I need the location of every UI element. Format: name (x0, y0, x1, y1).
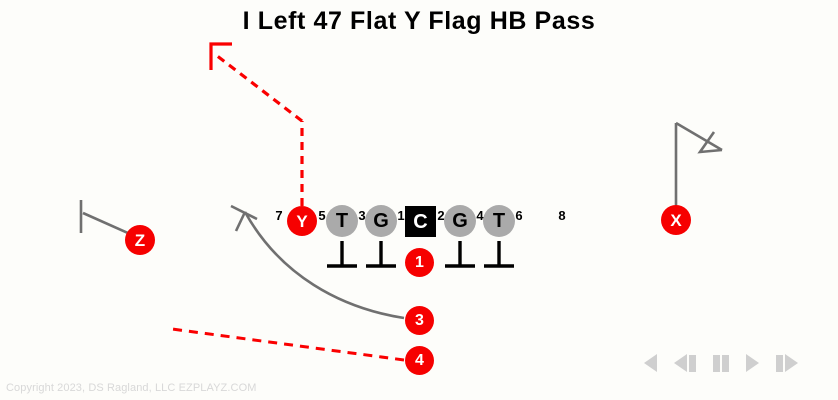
y-flag-route (209, 42, 304, 206)
gap-number-5: 5 (318, 208, 326, 223)
gap-number-8: 8 (558, 208, 566, 223)
gap-number-6: 6 (515, 208, 523, 223)
gap-number-3: 3 (358, 208, 366, 223)
step-back-bar-icon (689, 354, 696, 372)
pause-button[interactable] (713, 354, 729, 372)
block-right-guard (445, 241, 475, 268)
play-icon (746, 354, 759, 372)
step-back-icon (674, 354, 687, 372)
player-right-tackle[interactable]: T (483, 205, 515, 237)
player-center[interactable]: C (405, 206, 436, 237)
gap-number-7: 7 (275, 208, 283, 223)
step-back-button[interactable] (674, 354, 696, 372)
step-forward-bar-icon (776, 354, 783, 372)
rewind-icon (644, 354, 657, 372)
block-right-tackle (484, 241, 514, 268)
step-forward-icon (785, 354, 798, 372)
z-route (79, 200, 129, 235)
gap-number-1: 1 (397, 208, 405, 223)
x-corner-route (674, 121, 723, 206)
block-left-tackle (327, 241, 357, 268)
gap-number-2: 2 (437, 208, 445, 223)
pause-icon (713, 354, 720, 372)
step-forward-button[interactable] (776, 354, 798, 372)
playback-controls (644, 354, 798, 372)
player-fullback[interactable]: 4 (405, 346, 434, 375)
rewind-button[interactable] (644, 354, 657, 372)
gap-number-4: 4 (476, 208, 484, 223)
halfback-arc-route (230, 204, 405, 320)
player-halfback[interactable]: 3 (405, 306, 434, 335)
fullback-flat-route (171, 327, 405, 362)
page-title: I Left 47 Flat Y Flag HB Pass (242, 7, 596, 35)
copyright-notice: Copyright 2023, DS Ragland, LLC EZPLAYZ.… (6, 382, 257, 394)
player-left-tackle[interactable]: T (326, 205, 358, 237)
block-left-guard (366, 241, 396, 268)
player-y-receiver[interactable]: Y (287, 206, 317, 236)
play-button[interactable] (746, 354, 759, 372)
player-quarterback[interactable]: 1 (405, 248, 434, 277)
player-left-guard[interactable]: G (365, 205, 397, 237)
player-right-guard[interactable]: G (444, 205, 476, 237)
player-x-receiver[interactable]: X (661, 205, 691, 235)
pause-icon-second (722, 354, 729, 372)
player-z-receiver[interactable]: Z (125, 225, 155, 255)
